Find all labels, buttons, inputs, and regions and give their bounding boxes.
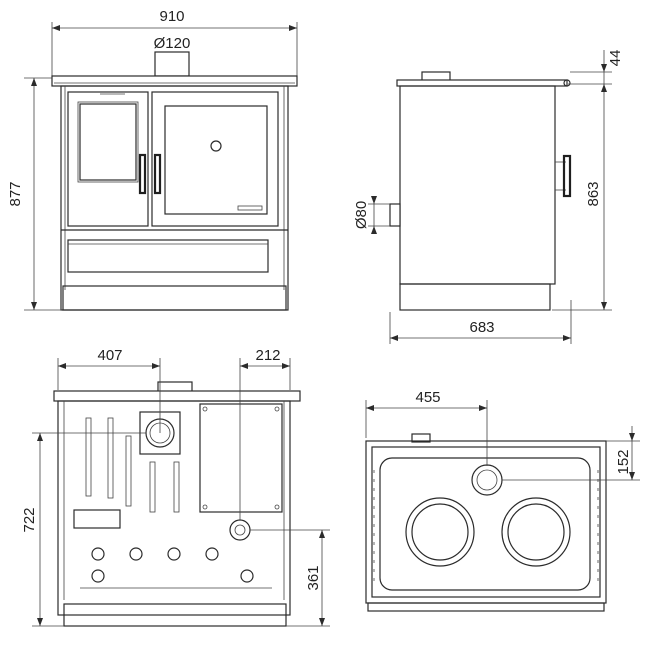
- oven-door-window: [164, 105, 268, 215]
- front-oven-door: [151, 91, 279, 227]
- front-firebox-door: [67, 91, 149, 227]
- rear-lower-outlet: [229, 519, 251, 541]
- side-top-plate: [396, 79, 568, 87]
- hob-ring-left: [405, 497, 475, 567]
- rear-vent-slot: [149, 461, 156, 513]
- oven-door-handle: [153, 153, 162, 195]
- rear-top-plate: [53, 390, 301, 402]
- rear-base: [63, 603, 287, 627]
- front-height-label: 877: [7, 181, 24, 206]
- side-flue-outlet: [389, 203, 401, 227]
- hob-ring-right: [501, 497, 571, 567]
- side-depth-label: 683: [469, 319, 494, 336]
- front-flue-pipe: [154, 51, 190, 77]
- front-width-label: 910: [159, 8, 184, 25]
- top-rear-flue-stub: [411, 433, 431, 443]
- rear-port: [129, 547, 143, 561]
- firebox-door-glass: [79, 103, 137, 181]
- side-plinth: [399, 283, 551, 311]
- front-flue-diameter-label: Ø120: [154, 35, 191, 52]
- rear-nameplate: [73, 509, 121, 529]
- top-flue-offset-label: 455: [415, 389, 440, 406]
- rear-port: [240, 569, 254, 583]
- front-plinth: [62, 285, 287, 311]
- top-flue-depth-label: 152: [615, 449, 632, 474]
- rear-vent-slot: [173, 461, 180, 513]
- front-view: 910 Ø120: [7, 8, 298, 311]
- rear-port: [205, 547, 219, 561]
- rear-vent-slot: [125, 435, 132, 507]
- rear-flue-height-label: 722: [21, 507, 38, 532]
- top-front-rail: [367, 602, 605, 612]
- rear-vent-slot: [107, 417, 114, 499]
- rear-right-offset-label: 212: [255, 347, 280, 364]
- rear-left-offset-label: 407: [97, 347, 122, 364]
- front-top-plate: [51, 75, 298, 87]
- front-drawer: [67, 239, 269, 273]
- rear-access-panel: [199, 403, 283, 513]
- top-flue-outlet: [471, 464, 503, 496]
- rear-vent-slot: [85, 417, 92, 497]
- side-height-label: 863: [585, 181, 602, 206]
- rear-view: 407 212 722 361: [21, 347, 330, 627]
- side-top-label: 44: [607, 50, 624, 67]
- rear-outlet-height-label: 361: [305, 565, 322, 590]
- top-view: 455 152: [365, 389, 640, 612]
- oven-thermometer: [210, 140, 222, 152]
- firebox-door-handle: [138, 153, 147, 195]
- rear-port: [167, 547, 181, 561]
- side-door-handle: [562, 154, 572, 198]
- rear-port: [91, 547, 105, 561]
- side-body: [399, 85, 556, 285]
- top-hob-plate: [379, 457, 591, 591]
- side-view: 44 863 Ø80 683: [353, 50, 624, 344]
- front-body: [60, 85, 289, 311]
- rear-port: [91, 569, 105, 583]
- side-flue-diameter-label: Ø80: [353, 201, 370, 229]
- rear-body: [57, 400, 291, 616]
